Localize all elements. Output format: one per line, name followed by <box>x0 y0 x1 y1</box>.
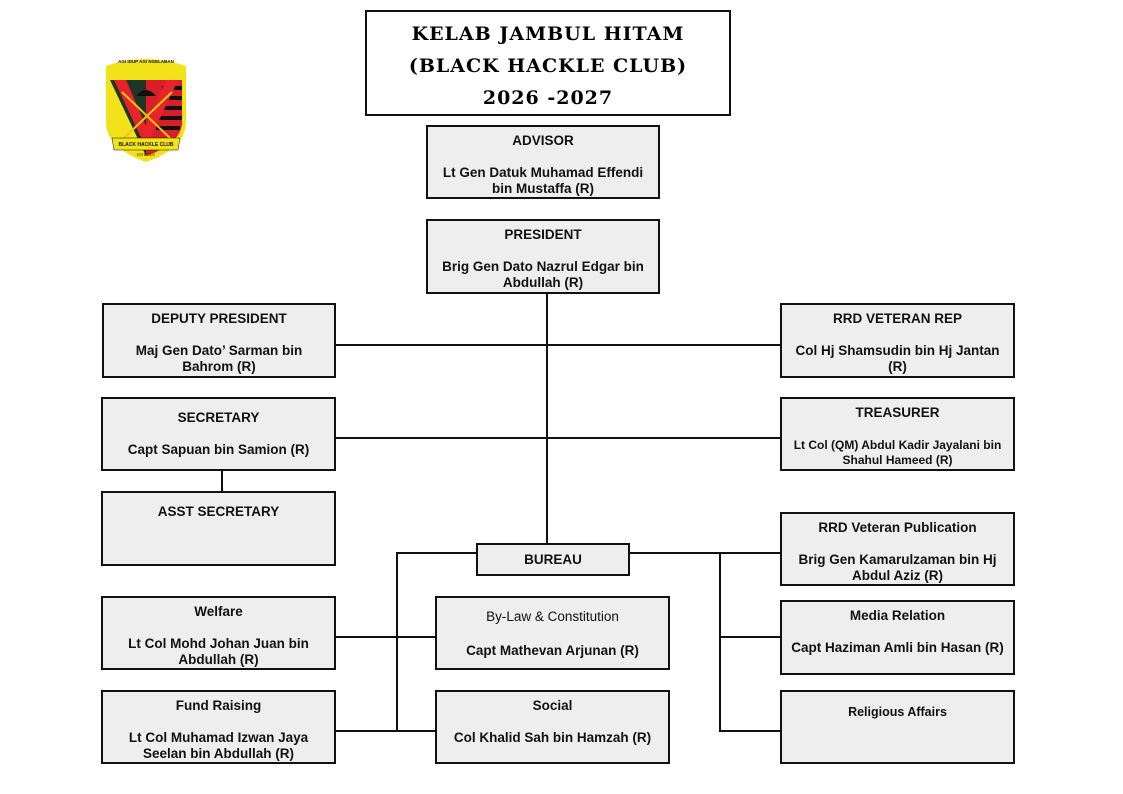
connector <box>335 636 435 638</box>
member-name: Brig Gen Dato Nazrul Edgar bin Abdullah … <box>442 259 644 290</box>
president-box: PRESIDENT Brig Gen Dato Nazrul Edgar bin… <box>426 219 660 294</box>
deputy-president-box: DEPUTY PRESIDENT Maj Gen Dato’ Sarman bi… <box>102 303 336 378</box>
title-line-3: 2026 -2027 <box>482 87 614 109</box>
member-name: Lt Col Mohd Johan Juan bin Abdullah (R) <box>128 636 309 667</box>
role-label: BUREAU <box>524 552 582 567</box>
club-logo-icon: BLACK HACKLE CLUB AGI IDUP AGI NGELABAN … <box>106 59 186 162</box>
role-label: TREASURER <box>855 405 940 420</box>
fund-raising-box: Fund Raising Lt Col Muhamad Izwan Jaya S… <box>101 690 336 764</box>
rrd-veteran-rep-box: RRD VETERAN REP Col Hj Shamsudin bin Hj … <box>780 303 1015 378</box>
connector <box>719 636 780 638</box>
connector <box>335 437 780 439</box>
member-name: Col Hj Shamsudin bin Hj Jantan (R) <box>795 343 1000 374</box>
connector <box>335 730 435 732</box>
member-name: Capt Haziman Amli bin Hasan (R) <box>791 640 1004 655</box>
advisor-box: ADVISOR Lt Gen Datuk Muhamad Effendi bin… <box>426 125 660 199</box>
welfare-box: Welfare Lt Col Mohd Johan Juan bin Abdul… <box>101 596 336 670</box>
connector <box>221 470 223 491</box>
bylaw-constitution-box: By-Law & Constitution Capt Mathevan Arju… <box>435 596 670 670</box>
role-label: By-Law & Constitution <box>486 609 619 624</box>
role-label: ASST SECRETARY <box>157 504 280 519</box>
role-label: Social <box>532 698 573 713</box>
connector <box>719 552 721 732</box>
member-name: Lt Col Muhamad Izwan Jaya Seelan bin Abd… <box>128 730 309 761</box>
svg-text:BLACK HACKLE CLUB: BLACK HACKLE CLUB <box>119 142 174 148</box>
member-name: Capt Mathevan Arjunan (R) <box>466 643 639 658</box>
connector <box>546 293 548 543</box>
title-line-1: KELAB JAMBUL HITAM <box>411 23 685 45</box>
role-label: Fund Raising <box>175 698 262 713</box>
title-line-2: (BLACK HACKLE CLUB) <box>408 55 688 77</box>
connector <box>396 552 398 732</box>
role-label: ADVISOR <box>512 133 574 148</box>
asst-secretary-box: ASST SECRETARY <box>101 491 336 566</box>
connector <box>719 730 780 732</box>
role-label: RRD Veteran Publication <box>818 520 977 535</box>
role-label: DEPUTY PRESIDENT <box>151 311 287 326</box>
chart-title: KELAB JAMBUL HITAM (BLACK HACKLE CLUB) 2… <box>365 10 731 116</box>
svg-text:ESTB 2022: ESTB 2022 <box>137 153 155 157</box>
treasurer-box: TREASURER Lt Col (QM) Abdul Kadir Jayala… <box>780 397 1015 471</box>
member-name: Lt Gen Datuk Muhamad Effendi bin Mustaff… <box>442 165 644 196</box>
social-box: Social Col Khalid Sah bin Hamzah (R) <box>435 690 670 764</box>
member-name: Col Khalid Sah bin Hamzah (R) <box>453 730 652 745</box>
role-label: PRESIDENT <box>504 227 582 242</box>
role-label: Religious Affairs <box>848 705 947 719</box>
religious-affairs-box: Religious Affairs <box>780 690 1015 764</box>
rrd-veteran-publication-box: RRD Veteran Publication Brig Gen Kamarul… <box>780 512 1015 586</box>
role-label: SECRETARY <box>177 410 260 425</box>
media-relation-box: Media Relation Capt Haziman Amli bin Has… <box>780 600 1015 675</box>
member-name: Maj Gen Dato’ Sarman bin Bahrom (R) <box>135 343 303 374</box>
role-label: RRD VETERAN REP <box>832 311 962 326</box>
role-label: Welfare <box>194 604 243 619</box>
connector <box>396 552 476 554</box>
role-label: Media Relation <box>849 608 946 623</box>
connector <box>629 552 780 554</box>
connector <box>335 344 780 346</box>
svg-text:AGI IDUP AGI NGELABAN: AGI IDUP AGI NGELABAN <box>118 59 174 64</box>
secretary-box: SECRETARY Capt Sapuan bin Samion (R) <box>101 397 336 471</box>
bureau-box: BUREAU <box>476 543 630 576</box>
member-name: Capt Sapuan bin Samion (R) <box>127 442 310 457</box>
member-name: Lt Col (QM) Abdul Kadir Jayalani bin Sha… <box>793 438 1002 467</box>
member-name: Brig Gen Kamarulzaman bin Hj Abdul Aziz … <box>798 552 997 583</box>
